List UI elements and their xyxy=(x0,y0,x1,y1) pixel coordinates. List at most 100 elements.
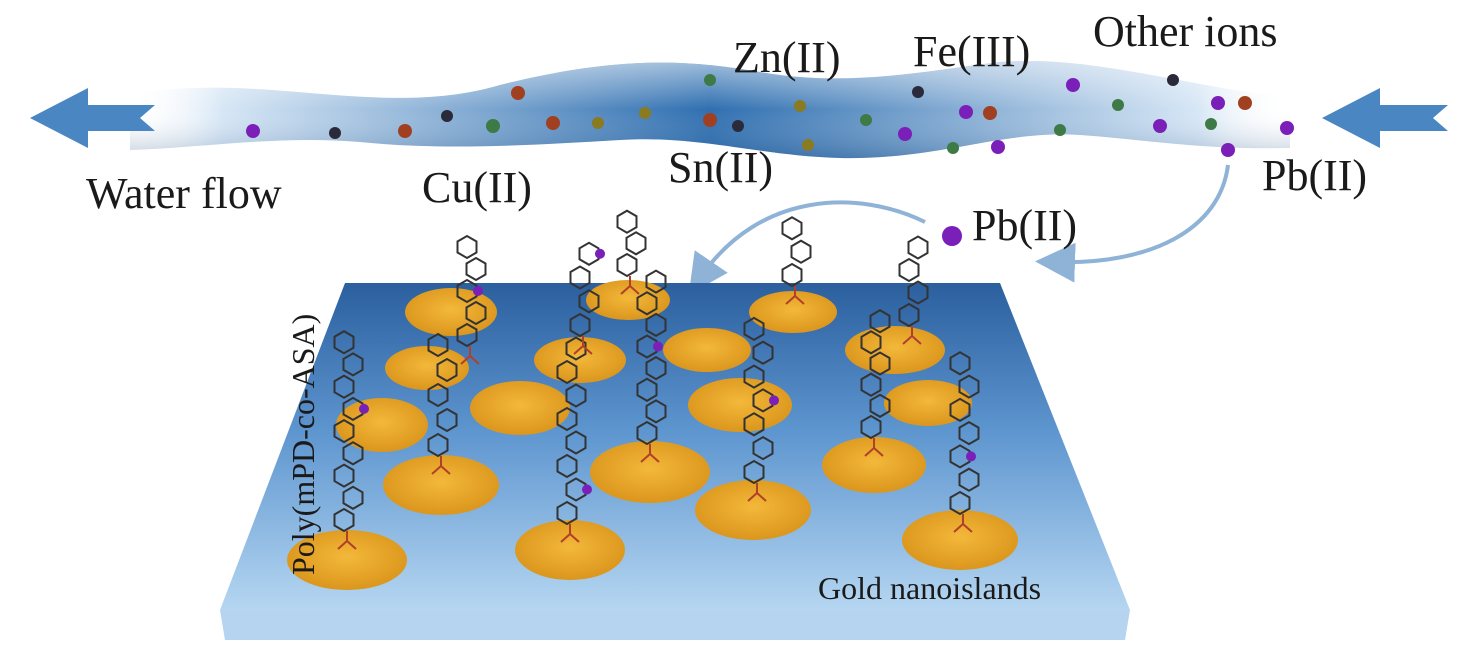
gold-island xyxy=(534,337,626,383)
ring xyxy=(860,330,882,355)
ring xyxy=(898,302,920,328)
ring xyxy=(907,235,929,260)
cu-ion xyxy=(511,86,525,100)
ring xyxy=(569,312,591,338)
gold-island xyxy=(287,530,407,590)
gold-island xyxy=(383,455,499,515)
ring xyxy=(565,383,587,408)
ring xyxy=(565,430,587,455)
chain-anchor xyxy=(431,456,451,475)
gold-island xyxy=(695,480,811,540)
sn-ion xyxy=(794,100,806,112)
bound-pb-ion xyxy=(359,403,369,414)
ring xyxy=(636,334,658,359)
pb-stream-label: Pb(II) xyxy=(1262,151,1368,200)
ring xyxy=(645,355,667,381)
ring xyxy=(958,420,980,446)
zn-ion xyxy=(947,142,959,154)
ring xyxy=(752,388,774,413)
ring xyxy=(427,432,449,458)
ring xyxy=(790,239,812,264)
captured-pb-ion xyxy=(942,226,962,246)
fe-ion xyxy=(912,86,924,98)
chain-anchor xyxy=(460,346,480,365)
chain-anchor xyxy=(573,336,593,355)
pb-ion xyxy=(1221,143,1235,157)
ring xyxy=(949,490,971,516)
ring xyxy=(645,269,667,294)
gold-island xyxy=(590,441,710,503)
ring xyxy=(898,257,920,283)
ring xyxy=(860,372,882,397)
zn-ion xyxy=(1054,124,1066,136)
ring xyxy=(958,467,980,492)
capture-arrow-icon xyxy=(688,200,926,295)
ring xyxy=(565,477,587,502)
ring xyxy=(949,444,971,469)
zn-ion xyxy=(1112,99,1124,111)
polymer-label: Poly(mPD-co-ASA) xyxy=(285,313,321,575)
zn-ion xyxy=(860,114,872,126)
ring xyxy=(427,332,449,358)
bound-pb-ion xyxy=(582,484,592,495)
sn-ion xyxy=(592,117,604,129)
ring xyxy=(556,359,578,385)
ring xyxy=(869,351,891,376)
ion-dots xyxy=(246,74,1294,157)
pb-captured-label: Pb(II) xyxy=(972,201,1078,250)
chain-anchor xyxy=(902,326,922,345)
ring xyxy=(949,397,971,423)
gold-island xyxy=(663,328,751,372)
zn-ion xyxy=(1205,118,1217,130)
gold-island xyxy=(470,381,570,435)
ring xyxy=(743,459,765,485)
flow-arrow-left-icon xyxy=(30,88,155,148)
chain-anchor xyxy=(337,531,357,550)
ring xyxy=(907,280,929,305)
ring xyxy=(752,340,774,365)
ring xyxy=(578,241,600,266)
stream-shading xyxy=(130,60,1290,159)
chain-anchor xyxy=(785,286,805,305)
ring xyxy=(949,351,971,376)
ring xyxy=(752,435,774,461)
bound-pb-ion xyxy=(473,286,483,296)
gold-island xyxy=(822,437,926,493)
pb-ion xyxy=(1280,121,1294,135)
pb-ion xyxy=(991,140,1005,154)
ring xyxy=(743,364,765,389)
zn-ion xyxy=(486,119,500,133)
ring xyxy=(869,393,891,418)
ring xyxy=(578,289,600,314)
ring xyxy=(616,209,638,234)
chain-anchor xyxy=(864,438,884,457)
ring xyxy=(781,216,803,241)
ring xyxy=(333,330,355,355)
gold-island xyxy=(405,288,497,336)
ring xyxy=(465,300,487,326)
chain-anchor xyxy=(640,444,660,463)
ring xyxy=(565,336,587,361)
ring xyxy=(456,234,478,260)
sn-ion xyxy=(802,139,814,151)
return-arrow-icon xyxy=(1035,164,1230,283)
pb-ion xyxy=(898,127,912,141)
fe-ion xyxy=(441,110,453,122)
gold-island xyxy=(385,346,469,390)
ring xyxy=(636,420,658,446)
ring xyxy=(456,278,478,304)
bound-pb-ion xyxy=(595,248,605,259)
substrate-front xyxy=(220,610,1130,640)
cu-ion xyxy=(703,113,717,127)
ring xyxy=(456,322,478,348)
ring xyxy=(333,463,355,488)
other-ions-label: Other ions xyxy=(1093,7,1278,56)
ring xyxy=(436,407,458,433)
bound-pb-ion xyxy=(653,341,663,352)
fe-label: Fe(III) xyxy=(913,27,1031,76)
ring xyxy=(342,396,364,422)
ring xyxy=(645,312,667,338)
ring xyxy=(342,441,364,466)
ring xyxy=(636,291,658,316)
